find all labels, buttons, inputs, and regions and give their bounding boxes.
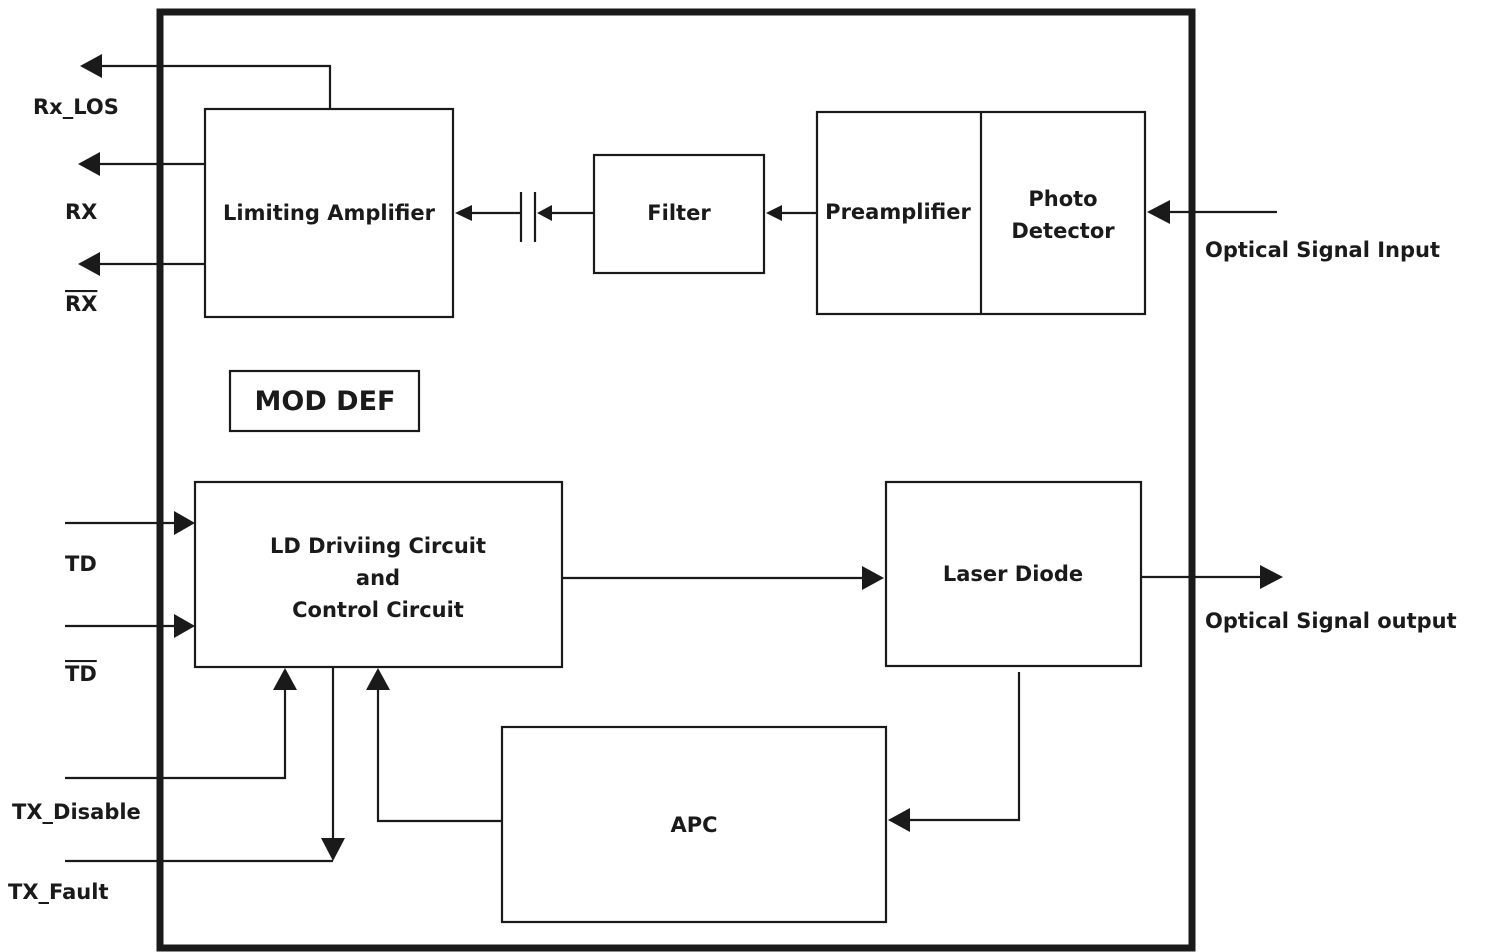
- optical-input-label: Optical Signal Input: [1205, 238, 1440, 262]
- ld-driving-block: [193, 480, 564, 669]
- module-boundary: [156, 8, 1196, 952]
- filter-block: [592, 153, 766, 275]
- limiting-amplifier-label: Limiting Amplifier: [223, 201, 436, 225]
- ld-driving-label-line1: LD Driviing Circuit: [270, 534, 486, 558]
- filter-to-cap-arrowhead: [537, 205, 552, 221]
- apc-block: [500, 725, 888, 924]
- optical-output-arrowhead: [1260, 565, 1283, 589]
- cap-to-limamp-arrowhead: [455, 205, 472, 221]
- rx-bar-label: RX: [65, 292, 97, 316]
- laser-diode-block: [884, 480, 1143, 668]
- mod-def-block: [228, 369, 421, 433]
- ld-driving-label-line3: Control Circuit: [292, 598, 464, 622]
- apc-label: APC: [670, 813, 717, 837]
- tx-disable-wire: [65, 690, 287, 780]
- tx-fault-label: TX_Fault: [8, 880, 109, 904]
- rx-label: RX: [65, 200, 97, 224]
- rx-los-wire: [100, 64, 332, 109]
- apc-to-driver-arrowhead: [366, 668, 390, 690]
- optical-output-label: Optical Signal output: [1205, 609, 1457, 633]
- photo-detector-label-line2: Detector: [1011, 219, 1115, 243]
- td-bar-arrowhead: [174, 614, 195, 638]
- apc-to-driver-wire: [376, 690, 502, 823]
- rx-los-arrowhead: [80, 54, 102, 78]
- optical-input-arrowhead: [1147, 200, 1170, 224]
- tx-fault-arrowhead: [321, 838, 345, 861]
- td-label: TD: [65, 552, 97, 576]
- preamplifier-label: Preamplifier: [825, 200, 971, 224]
- tx-disable-label: TX_Disable: [12, 800, 141, 824]
- laser-diode-label: Laser Diode: [943, 562, 1083, 586]
- preamp-to-filter-arrowhead: [766, 205, 782, 221]
- rx-los-label: Rx_LOS: [33, 95, 119, 119]
- td-bar-label: TD: [65, 662, 97, 686]
- rx-bar-arrowhead: [78, 252, 100, 276]
- laser-to-apc-wire: [910, 672, 1021, 822]
- td-arrowhead: [174, 511, 195, 535]
- tx-disable-arrowhead: [273, 668, 297, 690]
- ld-driving-label-line2: and: [356, 566, 400, 590]
- rx-arrowhead: [78, 152, 100, 176]
- driver-to-laser-arrowhead: [862, 566, 884, 590]
- mod-def-label: MOD DEF: [255, 386, 396, 417]
- filter-label: Filter: [647, 201, 711, 225]
- photo-detector-label-line1: Photo: [1028, 187, 1097, 211]
- laser-to-apc-arrowhead: [888, 808, 910, 832]
